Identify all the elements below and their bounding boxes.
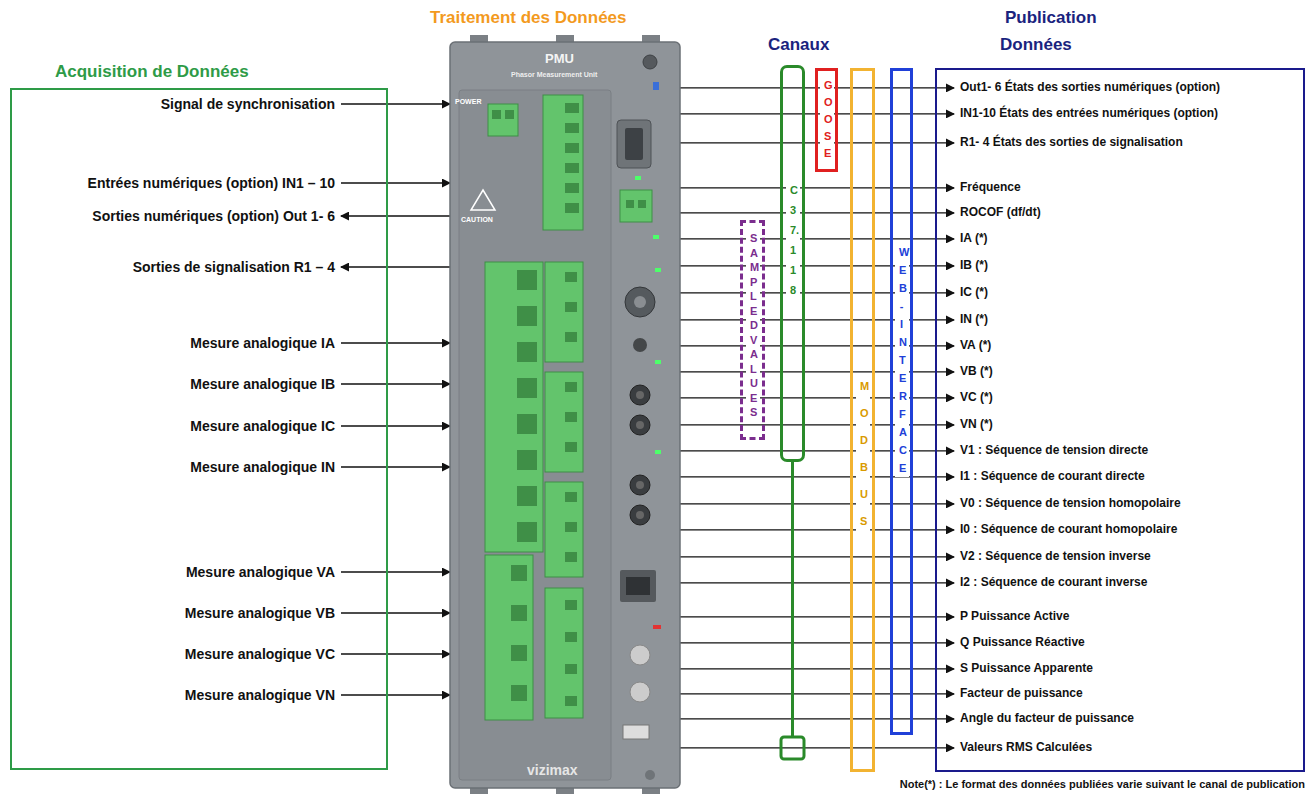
channel-name: GOOSE [820,77,834,162]
channel-box: MODBUS [850,68,875,772]
input-signal-label: Sorties de signalisation R1 – 4 [133,259,335,275]
output-data-label: Q Puissance Réactive [960,636,1085,650]
footnote: Note(*) : Le format des données publiées… [900,778,1305,791]
input-signal-label: Mesure analogique VN [185,687,335,703]
output-data-label: VB (*) [960,365,993,379]
device-subtitle: Phasor Measurement Unit [511,71,597,79]
section-heading: Acquisition de Données [55,62,249,82]
signal-arrow [341,383,450,384]
channel-name: C37.118 [786,180,800,300]
channel-name: SAMPLED VALUES [746,231,760,420]
pmu-device: Traitement des DonnéesPMUPhasor Measurem… [445,40,685,790]
output-data-label: V1 : Séquence de tension directe [960,444,1148,458]
channel-name: WEB-INTERFACE [895,243,909,477]
output-data-label: Facteur de puissance [960,687,1083,701]
output-data-label: Fréquence [960,181,1021,195]
signal-arrow [341,215,450,216]
signal-arrow [341,653,450,654]
output-data-label: IN (*) [960,313,988,327]
output-data-label: V0 : Séquence de tension homopolaire [960,497,1181,511]
signal-arrow [341,425,450,426]
output-data-label: ROCOF (df/dt) [960,206,1041,220]
panel-marking: CAUTION [461,216,493,224]
device-name: PMU [545,52,574,67]
output-data-label: Out1- 6 États des sorties numériques (op… [960,81,1220,95]
signal-arrow [341,182,450,183]
section-heading: Canaux [768,35,829,55]
channel-box: WEB-INTERFACE [890,68,913,735]
panel-marking: POWER [455,98,481,106]
output-data-label: IA (*) [960,232,988,246]
signal-arrow [341,103,450,104]
input-signal-label: Sorties numériques (option) Out 1- 6 [92,208,335,224]
channel-box: SAMPLED VALUES [740,220,765,440]
output-data-label: I1 : Séquence de courant directe [960,470,1145,484]
brand-logo: vizimax [527,762,578,778]
channel-name: MODBUS [856,373,870,535]
output-data-label: IB (*) [960,259,988,273]
input-signal-label: Signal de synchronisation [161,96,335,112]
signal-arrow [341,342,450,343]
section-heading: Traitement des Données [430,8,627,28]
output-data-label: IN1-10 États des entrées numériques (opt… [960,107,1218,121]
signal-arrow [341,571,450,572]
input-signal-label: Mesure analogique VC [185,646,335,662]
data-box: DonnéesOut1- 6 États des sorties numériq… [935,68,1305,772]
output-data-label: R1- 4 États des sorties de signalisation [960,136,1183,150]
channel-box: C37.118 [780,65,805,462]
input-signal-label: Entrées numériques (option) IN1 – 10 [88,175,335,191]
output-data-label: VC (*) [960,391,993,405]
output-data-label: IC (*) [960,286,988,300]
signal-arrow [341,612,450,613]
output-data-label: P Puissance Active [960,610,1069,624]
signal-arrow [341,466,450,467]
channel-box: GOOSE [815,68,838,172]
section-heading: Publication [1005,8,1097,28]
input-signal-label: Mesure analogique IB [190,376,335,392]
output-data-label: I0 : Séquence de courant homopolaire [960,523,1177,537]
output-data-label: I2 : Séquence de courant inverse [960,576,1147,590]
input-signal-label: Mesure analogique IA [190,335,335,351]
signal-arrow [680,747,954,748]
bus-box [781,737,804,759]
output-data-label: Valeurs RMS Calculées [960,741,1092,755]
output-data-label: Angle du facteur de puissance [960,712,1134,726]
section-heading: Données [1000,35,1072,55]
signal-arrow [341,694,450,695]
bus-line [791,462,794,737]
input-signal-label: Mesure analogique VB [185,605,335,621]
signal-arrow [341,266,450,267]
output-data-label: V2 : Séquence de tension inverse [960,550,1151,564]
output-data-label: VN (*) [960,418,993,432]
acquisition-box: Acquisition de DonnéesSignal de synchron… [10,88,388,770]
output-data-label: S Puissance Apparente [960,662,1093,676]
input-signal-label: Mesure analogique IC [190,418,335,434]
input-signal-label: Mesure analogique VA [186,564,335,580]
output-data-label: VA (*) [960,339,991,353]
input-signal-label: Mesure analogique IN [190,459,335,475]
